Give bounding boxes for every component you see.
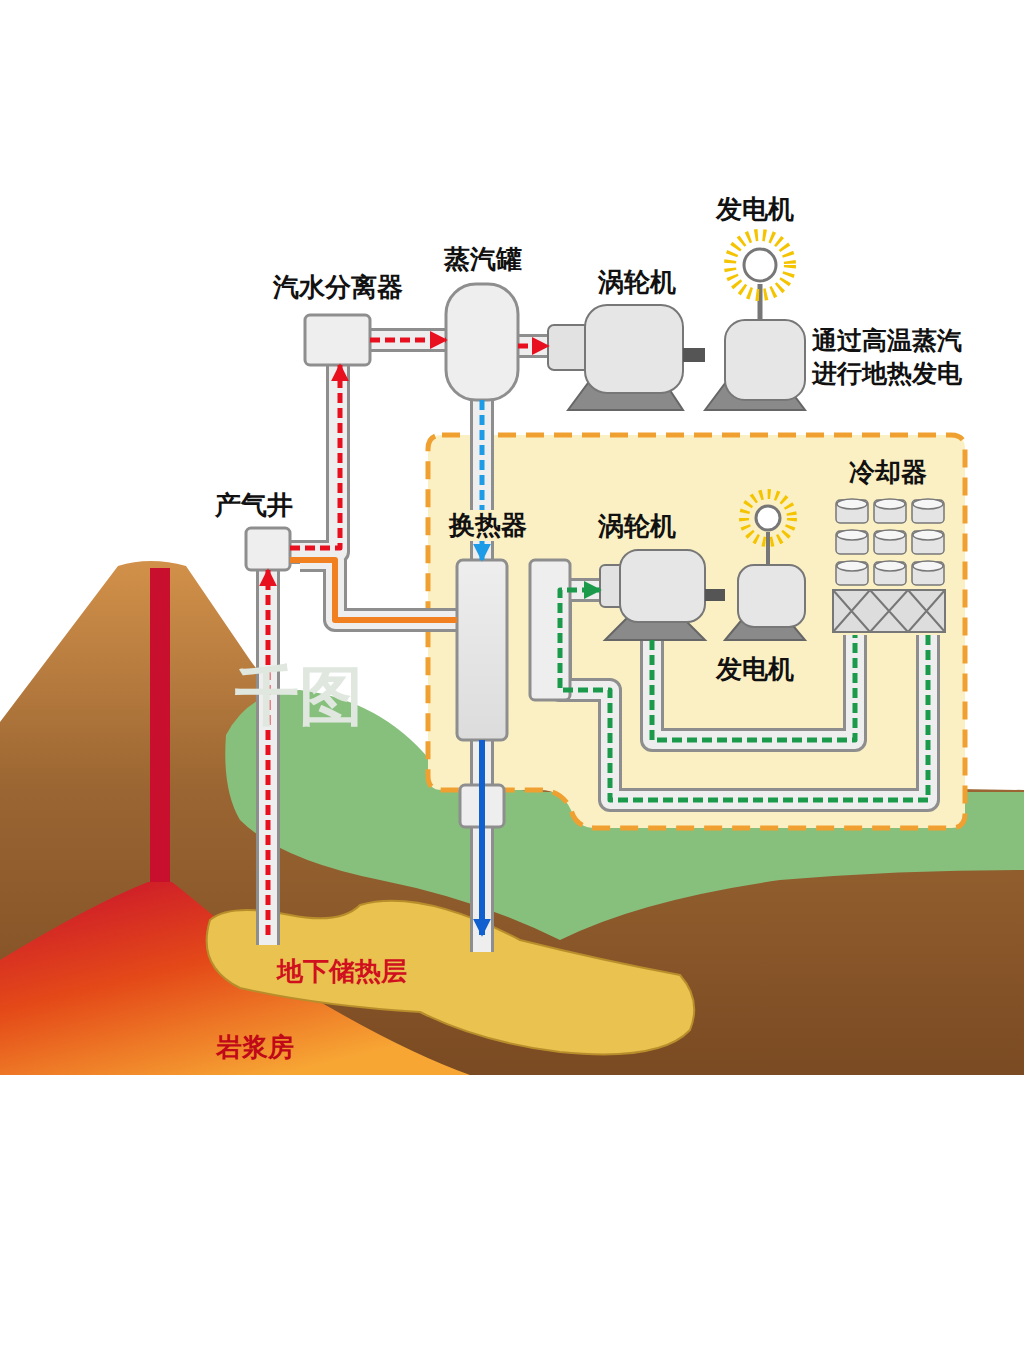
binary-cycle-region — [428, 435, 965, 828]
component-label: 发电机 — [716, 654, 794, 685]
cooler-cell — [912, 530, 944, 554]
cooler-cell — [836, 499, 868, 523]
component-label: 涡轮机 — [598, 511, 676, 542]
steam-flow — [370, 338, 446, 343]
working-fluid-flow — [560, 590, 928, 800]
heat-exchanger-shape — [457, 560, 507, 740]
shaft — [683, 348, 705, 362]
cooler-cell — [912, 561, 944, 585]
hot-water-flow — [290, 560, 457, 620]
turbine-body — [620, 550, 705, 622]
steam-flow — [266, 570, 271, 935]
magma-chamber: 岩浆房 — [0, 1000, 330, 1075]
cooler-cell — [874, 530, 906, 554]
reinjection-flow — [479, 740, 485, 935]
generator-body — [725, 320, 805, 400]
generator-body — [738, 565, 805, 627]
working-fluid-flow — [652, 635, 855, 740]
separator: 汽水分离器 — [305, 315, 370, 365]
cooler-cell — [836, 530, 868, 554]
pipe-inner — [268, 340, 928, 952]
lamp-stem — [766, 532, 770, 565]
component-label: 产气井 — [215, 490, 293, 521]
magma-conduit — [150, 568, 170, 908]
cooler-bracing — [833, 590, 945, 632]
lamp-bulb — [744, 249, 776, 281]
component-label: 蒸汽罐 — [444, 244, 522, 275]
cooler-cell — [874, 499, 906, 523]
cooler-support — [833, 590, 945, 632]
steam-flow — [518, 344, 548, 349]
component-label: 涡轮机 — [598, 267, 676, 298]
generator: 发电机 — [705, 318, 805, 410]
steam-flow — [290, 365, 340, 548]
turbine: 涡轮机 — [548, 305, 683, 410]
steam-tank: 蒸汽罐 — [446, 284, 518, 400]
heat-exchanger: 换热器 — [457, 560, 507, 740]
steam-tank-shape — [446, 284, 518, 400]
component-label: 岩浆房 — [216, 1032, 294, 1063]
lamp-rays — [744, 494, 792, 542]
cooler: 冷却器 — [833, 495, 945, 635]
turbine: 涡轮机 — [600, 550, 705, 640]
lamp-rays — [730, 235, 790, 295]
cooler-shape — [833, 499, 945, 632]
pipe-fitting — [530, 560, 570, 700]
cooler-cell — [836, 561, 868, 585]
lamp-bulb — [756, 506, 780, 530]
pipes — [268, 340, 928, 952]
turbine-body — [585, 305, 683, 393]
caption-note: 通过高温蒸汽 进行地热发电 — [812, 325, 982, 390]
production-well: 产气井 — [246, 528, 290, 570]
component-label: 换热器 — [446, 510, 530, 541]
separator-shape — [305, 315, 370, 365]
component-label: 冷却器 — [849, 457, 927, 488]
component-label: 地下储热层 — [277, 956, 407, 987]
well-head — [246, 528, 290, 570]
pipe-outline — [268, 340, 928, 952]
generator: 发电机 — [725, 560, 805, 640]
shaft — [705, 589, 725, 601]
cooler-cell — [874, 561, 906, 585]
cooler-cell — [912, 499, 944, 523]
reservoir: 地下储热层 — [230, 935, 680, 995]
watermark: 千图 — [235, 655, 363, 738]
component-label: 发电机 — [716, 194, 794, 225]
component-label: 汽水分离器 — [273, 272, 403, 303]
